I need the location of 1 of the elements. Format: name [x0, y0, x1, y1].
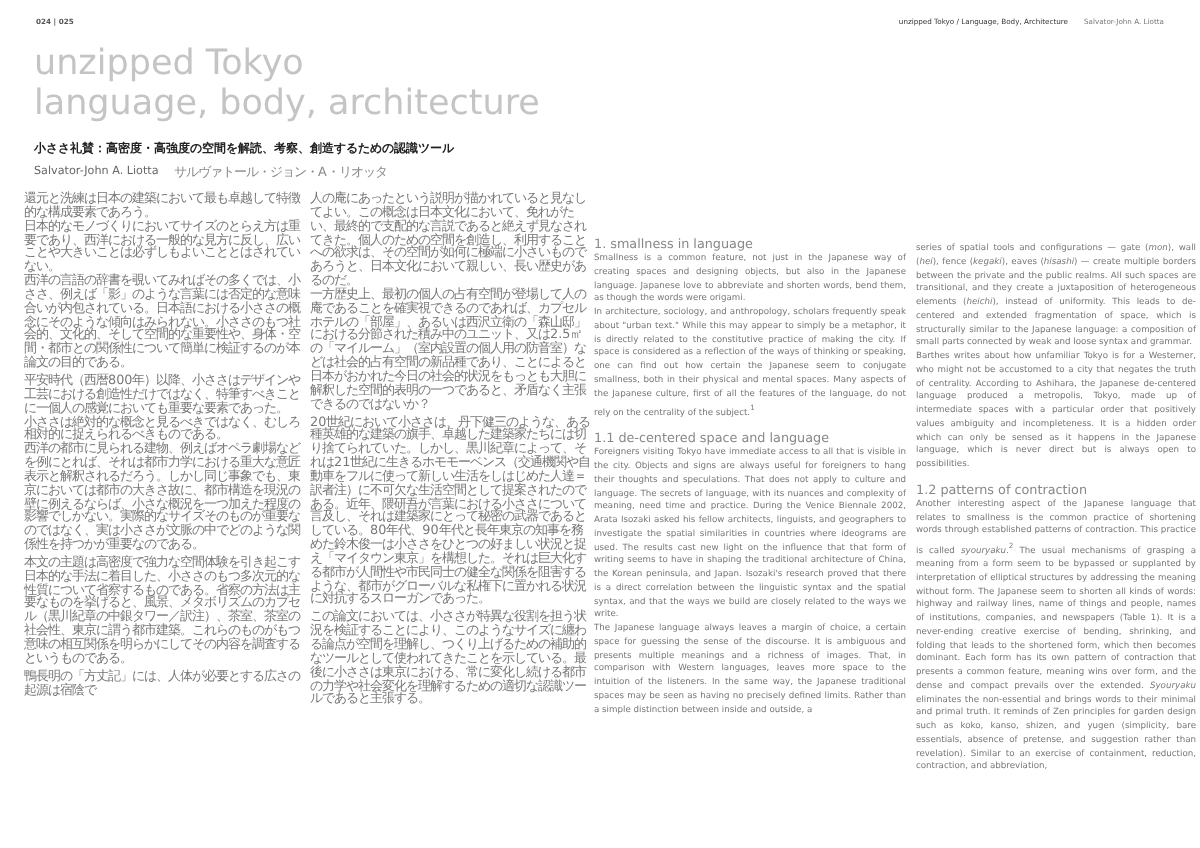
title-heading: unzipped Tokyo language, body, architecture	[34, 44, 540, 124]
